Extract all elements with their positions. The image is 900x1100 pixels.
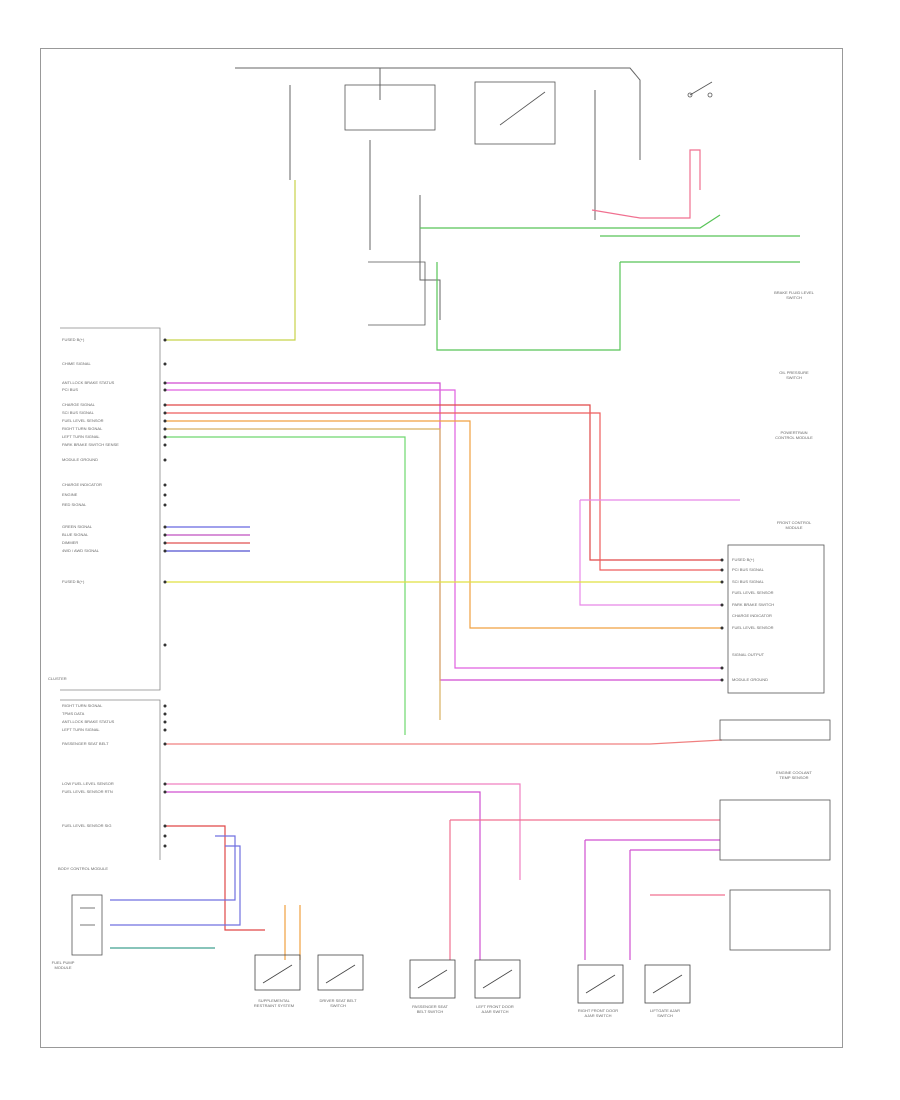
switch-box — [474, 81, 556, 145]
cluster-pin-label: DIMMER — [62, 540, 79, 545]
cluster-pin-label: PASSENGER SEAT BELT — [62, 741, 109, 746]
cluster-pin-label: CHARGE SIGNAL — [62, 402, 95, 407]
component-label-srs: SUPPLEMENTAL RESTRAINT SYSTEM — [253, 998, 295, 1008]
component-label-rf-door: RIGHT FRONT DOOR AJAR SWITCH — [577, 1008, 619, 1018]
component-label-fuel-pump: FUEL PUMP MODULE — [51, 960, 75, 970]
module-pin-label: PARK BRAKE SWITCH — [732, 602, 775, 607]
cluster-pin-label: FUEL LEVEL SENSOR SIG — [62, 823, 112, 828]
module-pin-label: MODULE GROUND — [732, 677, 769, 682]
wire-tan — [165, 428, 441, 720]
cluster-pin-label: FUSED B(+) — [62, 337, 85, 342]
diagram-frame — [40, 48, 843, 1048]
wire-red-lower — [165, 825, 265, 931]
component-label-passenger-seat-belt: PASSENGER SEAT BELT SWITCH — [412, 1004, 448, 1014]
cluster-pin-label: FUSED B(+) — [62, 579, 85, 584]
wire-pink-lower — [165, 783, 521, 880]
wire-green-upper — [420, 214, 721, 229]
cluster-pin-label: SCI BUS SIGNAL — [62, 410, 94, 415]
cluster-pin-label: RIGHT TURN SIGNAL — [62, 703, 103, 708]
relay-box — [344, 84, 436, 131]
cluster-pin-label: PARK BRAKE SWITCH SENSE — [62, 442, 119, 447]
bottom-switches — [254, 954, 691, 1004]
wire-magenta-lower — [165, 791, 481, 960]
wire-yellow-green — [165, 180, 296, 341]
wire-green-turn — [165, 436, 406, 735]
cluster-pin-label: RED SIGNAL — [62, 502, 87, 507]
cluster-pin-label: CHARGE INDICATOR — [62, 482, 102, 487]
wire-pink-top — [591, 149, 701, 219]
cluster-label: CLUSTER — [48, 676, 67, 681]
wire-pink-liftgate — [165, 739, 723, 745]
wire-pink-right-2 — [579, 500, 722, 606]
wire-green-vertical — [436, 262, 621, 351]
module-pin-label: SCI BUS SIGNAL — [732, 579, 764, 584]
wire-pink-pci — [165, 382, 722, 681]
cluster-pin-label: LEFT TURN SIGNAL — [62, 727, 100, 732]
wire-blue-lower — [110, 835, 236, 901]
wire-magenta-bus — [165, 389, 722, 669]
power-feed-wires — [235, 67, 641, 320]
cluster-pin-label: RIGHT TURN SIGNAL — [62, 426, 103, 431]
cluster-pin-label: BLUE SIGNAL — [62, 532, 89, 537]
wire-red-2 — [165, 412, 722, 571]
cluster-pin-label: ANTI-LOCK BRAKE STATUS — [62, 719, 115, 724]
component-label-fcm: FRONT CONTROL MODULE — [776, 520, 812, 530]
module-pin-label: FUEL LEVEL SENSOR — [732, 625, 774, 630]
module-pin-label: FUEL LEVEL SENSOR — [732, 590, 774, 595]
cluster-pin-label: FUEL LEVEL SENSOR RTN — [62, 789, 113, 794]
cluster-pin-label: ENGINE — [62, 492, 78, 497]
cluster-pin-label: GREEN SIGNAL — [62, 524, 93, 529]
connector-dots — [163, 338, 724, 848]
fuel-sender — [71, 894, 103, 956]
cluster-pin-label: CHIME SIGNAL — [62, 361, 91, 366]
upper-components — [344, 81, 713, 326]
component-label-lf-door: LEFT FRONT DOOR AJAR SWITCH — [476, 1004, 514, 1014]
module-pin-label: SIGNAL OUTPUT — [732, 652, 765, 657]
cluster-pin-label: MODULE GROUND — [62, 457, 99, 462]
cluster-pin-label: PCI BUS — [62, 387, 79, 392]
cluster-pin-label: TPMS DATA — [62, 711, 85, 716]
component-label-pcm: POWERTRAIN CONTROL MODULE — [775, 430, 813, 440]
wire-orange — [165, 420, 722, 629]
module-pin-label: CHARGE INDICATOR — [732, 613, 772, 618]
module-pin-label: FUSED B(+) — [732, 557, 755, 562]
signal-wires — [110, 149, 800, 960]
right-module — [719, 544, 831, 951]
component-label-liftgate: LIFTGATE AJAR SWITCH — [650, 1008, 680, 1018]
component-label-driver-seat-belt: DRIVER SEAT BELT SWITCH — [319, 998, 357, 1008]
wire-blue-lower-2 — [110, 845, 241, 926]
cluster-pin-label: LEFT TURN SIGNAL — [62, 434, 100, 439]
cluster-pin-label: ANTI-LOCK BRAKE STATUS — [62, 380, 115, 385]
cluster-pin-label: 4WD / AWD SIGNAL — [62, 548, 99, 553]
cluster-pin-label: LOW FUEL LEVEL SENSOR — [62, 781, 114, 786]
component-label-bcm: BODY CONTROL MODULE — [57, 866, 108, 871]
component-label-brake-fluid: BRAKE FLUID LEVEL SWITCH — [774, 290, 814, 300]
component-label-ect: ENGINE COOLANT TEMP SENSOR — [776, 770, 812, 780]
wire-red-1 — [165, 404, 722, 561]
cluster-pin-label: FUEL LEVEL SENSOR — [62, 418, 104, 423]
component-label-oil-pressure: OIL PRESSURE SWITCH — [779, 370, 809, 380]
cluster-connector — [60, 327, 161, 860]
module-pin-label: PCI BUS SIGNAL — [732, 567, 764, 572]
